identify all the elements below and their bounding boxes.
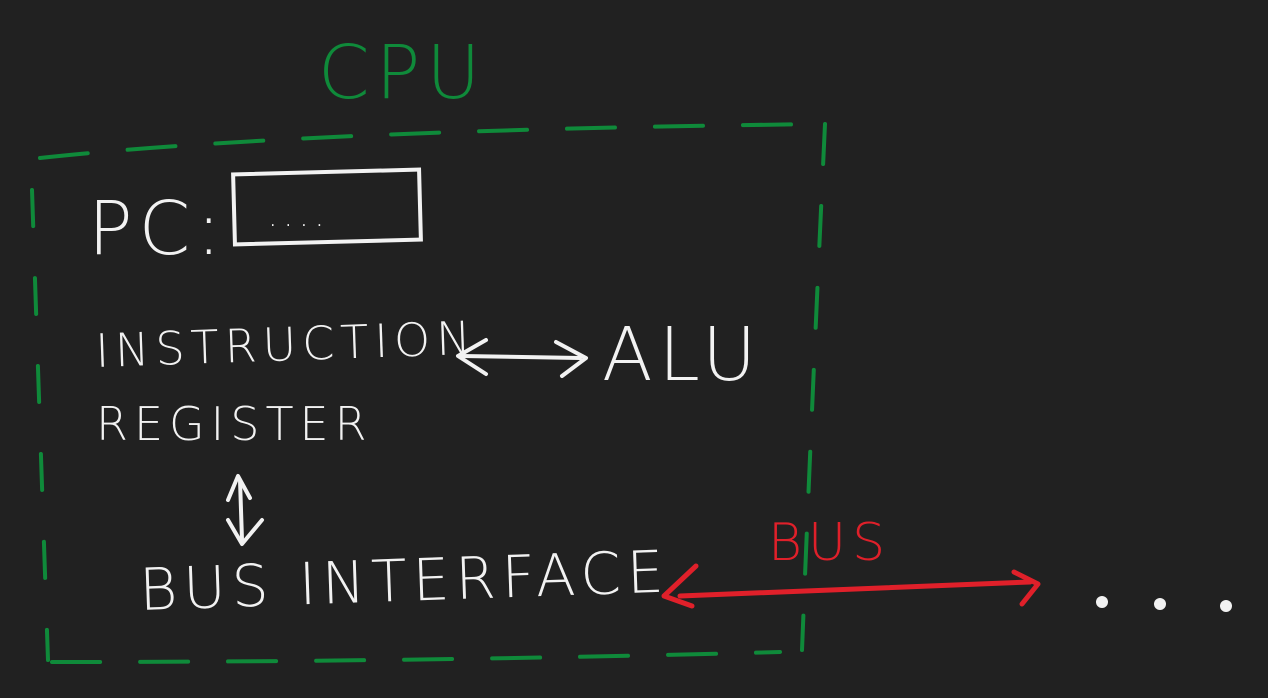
bus-label: BUS	[768, 513, 891, 573]
ir-alu-arrow	[456, 338, 588, 378]
bus-continuation: ...	[1096, 596, 1232, 612]
cpu-boundary-top	[38, 122, 827, 160]
cpu-boundary-bottom	[50, 650, 782, 664]
alu-label: ALU	[602, 312, 762, 398]
cpu-boundary-right	[800, 122, 827, 652]
instruction-register-line1: INSTRUCTION	[94, 311, 477, 378]
ir-bus-interface-arrow	[226, 474, 264, 546]
pc-register-value: ....	[268, 199, 330, 234]
pc-label: PC:	[88, 186, 227, 272]
bus-arrow	[661, 563, 1041, 609]
cpu-boundary	[30, 122, 827, 664]
cpu-title: CPU	[318, 30, 486, 116]
pc-register-box	[231, 167, 423, 247]
instruction-register-line2: REGISTER	[96, 397, 373, 451]
bus-interface-label: BUS INTERFACE	[138, 538, 670, 624]
cpu-boundary-left	[30, 188, 50, 662]
